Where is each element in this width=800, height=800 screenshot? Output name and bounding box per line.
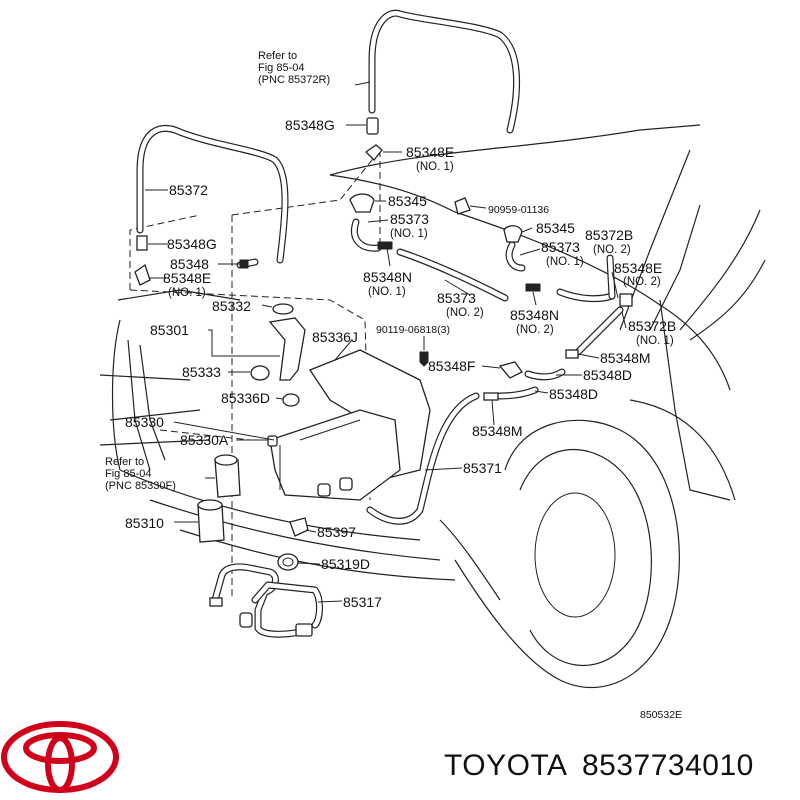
svg-text:Fig 85-04: Fig 85-04 (105, 468, 151, 480)
part-labels: 85348G 85348E (NO. 1) 85372 85345 90959-… (125, 117, 676, 610)
label-85336D: 85336D (221, 390, 270, 406)
label-85301: 85301 (150, 322, 189, 338)
svg-text:(NO. 2): (NO. 2) (446, 307, 484, 319)
label-85348D-b: 85348D (549, 386, 598, 402)
part-85330-washer-tank (269, 409, 401, 501)
leader-lines (145, 81, 627, 603)
part-85348E-joint-right (619, 293, 633, 307)
svg-text:(NO. 1): (NO. 1) (390, 228, 428, 240)
label-90959: 90959-01136 (488, 204, 549, 216)
part-number: 8537734010 (582, 749, 754, 782)
part-90119-bolt (419, 351, 429, 367)
svg-text:(NO. 1): (NO. 1) (636, 335, 674, 347)
label-85348N-b: 85348N (510, 307, 559, 323)
label-85397: 85397 (317, 524, 356, 540)
part-85348N-joint-b (525, 283, 541, 292)
label-85317: 85317 (343, 594, 382, 610)
label-85330A: 85330A (180, 432, 229, 448)
part-85348M-upper (565, 349, 579, 359)
toyota-logo (1, 721, 119, 793)
brand-name: TOYOTA (444, 749, 568, 782)
hoses (136, 9, 624, 525)
part-85301-filler-neck (268, 317, 306, 381)
label-85348N-a: 85348N (363, 269, 412, 285)
label-85330: 85330 (125, 414, 164, 430)
part-85336D (282, 393, 300, 407)
label-85371: 85371 (463, 460, 502, 476)
label-85319D: 85319D (321, 556, 370, 572)
svg-text:(NO. 2): (NO. 2) (593, 244, 631, 256)
label-85336J: 85336J (312, 329, 358, 345)
label-85348M-b: 85348M (472, 423, 523, 439)
part-85348E-top (364, 144, 383, 161)
label-85348D-a: 85348D (583, 367, 632, 383)
part-85330A-grommet (267, 435, 278, 447)
label-85348E-left: 85348E (163, 270, 211, 286)
part-85348M (483, 392, 499, 401)
label-85345-a: 85345 (388, 193, 427, 209)
svg-text:Fig 85-04: Fig 85-04 (258, 62, 304, 74)
part-85345-nozzle-b (503, 225, 523, 243)
reference-note-left: Refer to Fig 85-04 (PNC 85330F) (105, 456, 176, 492)
part-85348F (498, 361, 523, 379)
svg-text:(NO. 1): (NO. 1) (368, 286, 406, 298)
label-85333: 85333 (182, 364, 221, 380)
part-90959-clip (454, 197, 471, 215)
label-85373-a: 85373 (390, 211, 429, 227)
part-85348G-left (136, 235, 148, 251)
part-85348E-left (134, 263, 151, 286)
label-85310: 85310 (125, 515, 164, 531)
part-85332-cap (272, 303, 294, 315)
part-85348-clip (239, 259, 249, 269)
part-85319D (277, 553, 299, 571)
label-90119: 90119-06818(3) (376, 324, 450, 336)
label-85372B-b: 85372B (628, 318, 676, 334)
label-85348G-left: 85348G (167, 236, 217, 252)
part-85348N-joint-a (377, 241, 393, 250)
label-85373-c: 85373 (437, 290, 476, 306)
svg-text:(NO. 2): (NO. 2) (623, 276, 661, 288)
svg-text:Refer to: Refer to (258, 50, 297, 62)
svg-text:Refer to: Refer to (105, 456, 144, 468)
svg-text:(PNC 85330F): (PNC 85330F) (105, 480, 176, 492)
label-85348E-top: 85348E (406, 144, 454, 160)
part-85397 (289, 517, 309, 537)
label-85348F: 85348F (428, 358, 475, 374)
svg-text:(NO. 2): (NO. 2) (516, 324, 554, 336)
figure-code: 850532E (640, 709, 682, 721)
label-85372: 85372 (169, 182, 208, 198)
svg-text:(NO. 1): (NO. 1) (168, 287, 206, 299)
label-85348: 85348 (170, 256, 209, 272)
svg-text:(NO. 1): (NO. 1) (416, 161, 454, 173)
label-85373-b: 85373 (541, 239, 580, 255)
label-85348G-top: 85348G (285, 117, 335, 133)
vehicle-body-outline (99, 124, 766, 689)
label-85345-b: 85345 (536, 220, 575, 236)
reference-note-top: Refer to Fig 85-04 (PNC 85372R) (258, 50, 330, 86)
label-85348E-right: 85348E (614, 260, 662, 276)
parts (134, 117, 633, 638)
part-85348G-top (366, 117, 379, 135)
label-85372B-a: 85372B (585, 227, 633, 243)
label-85332: 85332 (212, 298, 251, 314)
label-85348M-a: 85348M (600, 350, 651, 366)
svg-text:(PNC 85372R): (PNC 85372R) (258, 74, 330, 86)
part-85345-nozzle-a (349, 193, 375, 213)
part-85333-grommet (250, 365, 270, 381)
svg-text:(NO. 1): (NO. 1) (546, 256, 584, 268)
